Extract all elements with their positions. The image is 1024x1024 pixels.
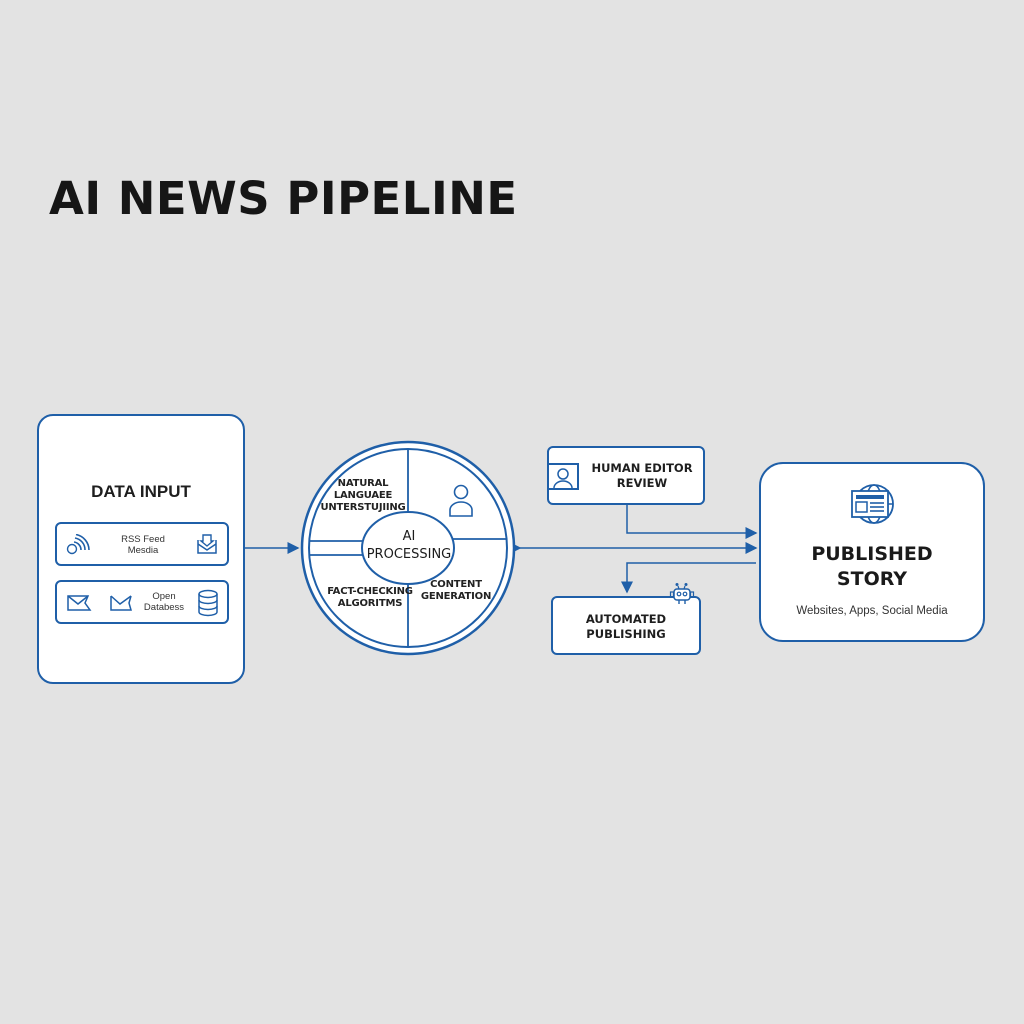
database-icon [198,589,218,617]
source-rss-feed[interactable]: RSS Feed Mesdia [55,522,229,566]
quadrant-content-line1: CONTENT [430,579,482,590]
rss-icon [66,534,90,555]
published-story-panel: PUBLISHED STORY Websites, Apps, Social M… [759,462,985,642]
published-label-line1: PUBLISHED [811,543,933,565]
source-label-line2: Databess [143,602,185,613]
quadrant-content-line2: GENERATION [420,591,492,602]
quadrant-factcheck-line2: ALGORITMS [337,598,403,609]
avatar-frame [549,463,579,490]
published-channels: Websites, Apps, Social Media [796,605,948,617]
user-icon [449,484,473,517]
center-label-line2: PROCESSING [366,547,452,562]
published-label-line2: STORY [836,568,908,590]
envelope-icon [110,595,132,611]
editor-label-line2: REVIEW [616,476,668,490]
inbox-icon [197,534,217,554]
mail-icon [67,595,92,611]
center-label-line1: AI [402,529,416,544]
user-icon [553,468,573,489]
diagram-title: AI NEWS PIPELINE [49,172,518,225]
auto-label-line1: AUTOMATED [585,612,667,626]
auto-label-line2: PUBLISHING [586,627,666,641]
arrow-editor-to-published [626,505,758,539]
source-label-line1: RSS Feed [121,534,165,545]
quadrant-factcheck-line1: FACT-CHECKING [327,586,413,597]
source-label-line2: Mesdia [127,545,159,556]
editor-label-line1: HUMAN EDITOR [591,461,693,475]
source-label-line1: Open [152,591,176,602]
automated-publishing-box[interactable]: AUTOMATED PUBLISHING [551,596,701,655]
robot-icon [669,583,695,604]
globe-news-icon [851,484,894,524]
quadrant-nlu-line2: LANGUAEE [333,490,393,501]
ai-processing-graphic [300,440,516,656]
quadrant-nlu-line3: UNTERSTUJIING [320,502,406,513]
ai-processing-hub: NATURAL LANGUAEE UNTERSTUJIING AI PROCES… [300,440,516,656]
data-input-panel: DATA INPUT RSS Feed Mesdia Open D [37,414,245,684]
quadrant-nlu-line1: NATURAL [337,478,389,489]
human-editor-review-box[interactable]: HUMAN EDITOR REVIEW [547,446,705,505]
source-open-database[interactable]: Open Databess [55,580,229,624]
data-input-heading: DATA INPUT [91,482,191,501]
